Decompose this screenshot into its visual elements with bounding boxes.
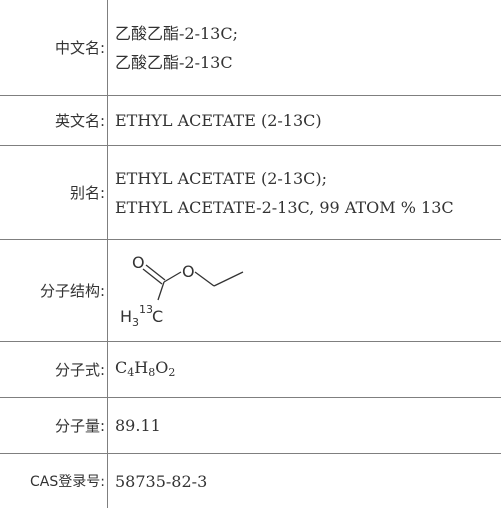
alias-line-1: ETHYL ACETATE (2-13C); bbox=[115, 168, 328, 188]
chinese-name-label: 中文名: bbox=[0, 0, 108, 95]
formula-element-c: C bbox=[115, 357, 128, 377]
structure-value: O O H 3 13 C bbox=[115, 240, 501, 341]
alias-value: ETHYL ACETATE (2-13C); ETHYL ACETATE-2-1… bbox=[115, 146, 501, 239]
formula-count-c: 4 bbox=[127, 365, 135, 379]
alias-label: 别名: bbox=[0, 146, 108, 239]
methyl-hydrogen: H bbox=[120, 307, 132, 326]
row-english-name: 英文名: ETHYL ACETATE (2-13C) bbox=[0, 96, 501, 146]
row-molecular-weight: 分子量: 89.11 bbox=[0, 398, 501, 454]
formula-element-o: O bbox=[155, 357, 169, 377]
formula-label: 分子式: bbox=[0, 342, 108, 397]
bond-c-ch3 bbox=[157, 281, 165, 300]
cas-label: CAS登录号: bbox=[0, 454, 108, 508]
molecular-weight-text: 89.11 bbox=[115, 416, 161, 435]
molecular-weight-value: 89.11 bbox=[115, 398, 501, 453]
bond-o-ch2 bbox=[194, 270, 215, 287]
row-alias: 别名: ETHYL ACETATE (2-13C); ETHYL ACETATE… bbox=[0, 146, 501, 240]
row-cas: CAS登录号: 58735-82-3 bbox=[0, 454, 501, 508]
english-name-text: ETHYL ACETATE (2-13C) bbox=[115, 111, 322, 130]
bond-carbonyl-1 bbox=[142, 267, 163, 285]
alias-line-2: ETHYL ACETATE-2-13C, 99 ATOM % 13C bbox=[115, 197, 454, 217]
structure-label: 分子结构: bbox=[0, 240, 108, 341]
carbonyl-oxygen-atom: O bbox=[132, 253, 145, 272]
isotope-mass-number: 13 bbox=[139, 303, 153, 316]
formula-count-h: 8 bbox=[148, 365, 156, 379]
molecular-weight-label: 分子量: bbox=[0, 398, 108, 453]
chinese-name-value: 乙酸乙酯-2-13C; 乙酸乙酯-2-13C bbox=[115, 0, 501, 95]
chinese-name-line-2: 乙酸乙酯-2-13C bbox=[115, 52, 233, 72]
cas-value: 58735-82-3 bbox=[115, 454, 501, 508]
isotope-carbon-atom: C bbox=[152, 307, 163, 326]
english-name-value: ETHYL ACETATE (2-13C) bbox=[115, 96, 501, 145]
formula-value: C4H8O2 bbox=[115, 342, 501, 397]
row-structure: 分子结构: O O H 3 13 C bbox=[0, 240, 501, 342]
cas-number: 58735-82-3 bbox=[115, 471, 208, 491]
row-formula: 分子式: C4H8O2 bbox=[0, 342, 501, 398]
english-name-label: 英文名: bbox=[0, 96, 108, 145]
bond-ch2-ch3 bbox=[213, 270, 244, 287]
methyl-hydrogen-count: 3 bbox=[132, 316, 139, 329]
bond-carbonyl-2 bbox=[145, 263, 166, 281]
row-chinese-name: 中文名: 乙酸乙酯-2-13C; 乙酸乙酯-2-13C bbox=[0, 0, 501, 96]
bond-c-o-ester bbox=[163, 270, 182, 283]
molecule-structure-diagram: O O H 3 13 C bbox=[120, 253, 244, 329]
molecular-formula: C4H8O2 bbox=[115, 353, 501, 387]
formula-count-o: 2 bbox=[168, 365, 176, 379]
formula-element-h: H bbox=[134, 357, 149, 377]
ester-oxygen-atom: O bbox=[182, 262, 195, 281]
chinese-name-line-1: 乙酸乙酯-2-13C; bbox=[115, 23, 238, 43]
